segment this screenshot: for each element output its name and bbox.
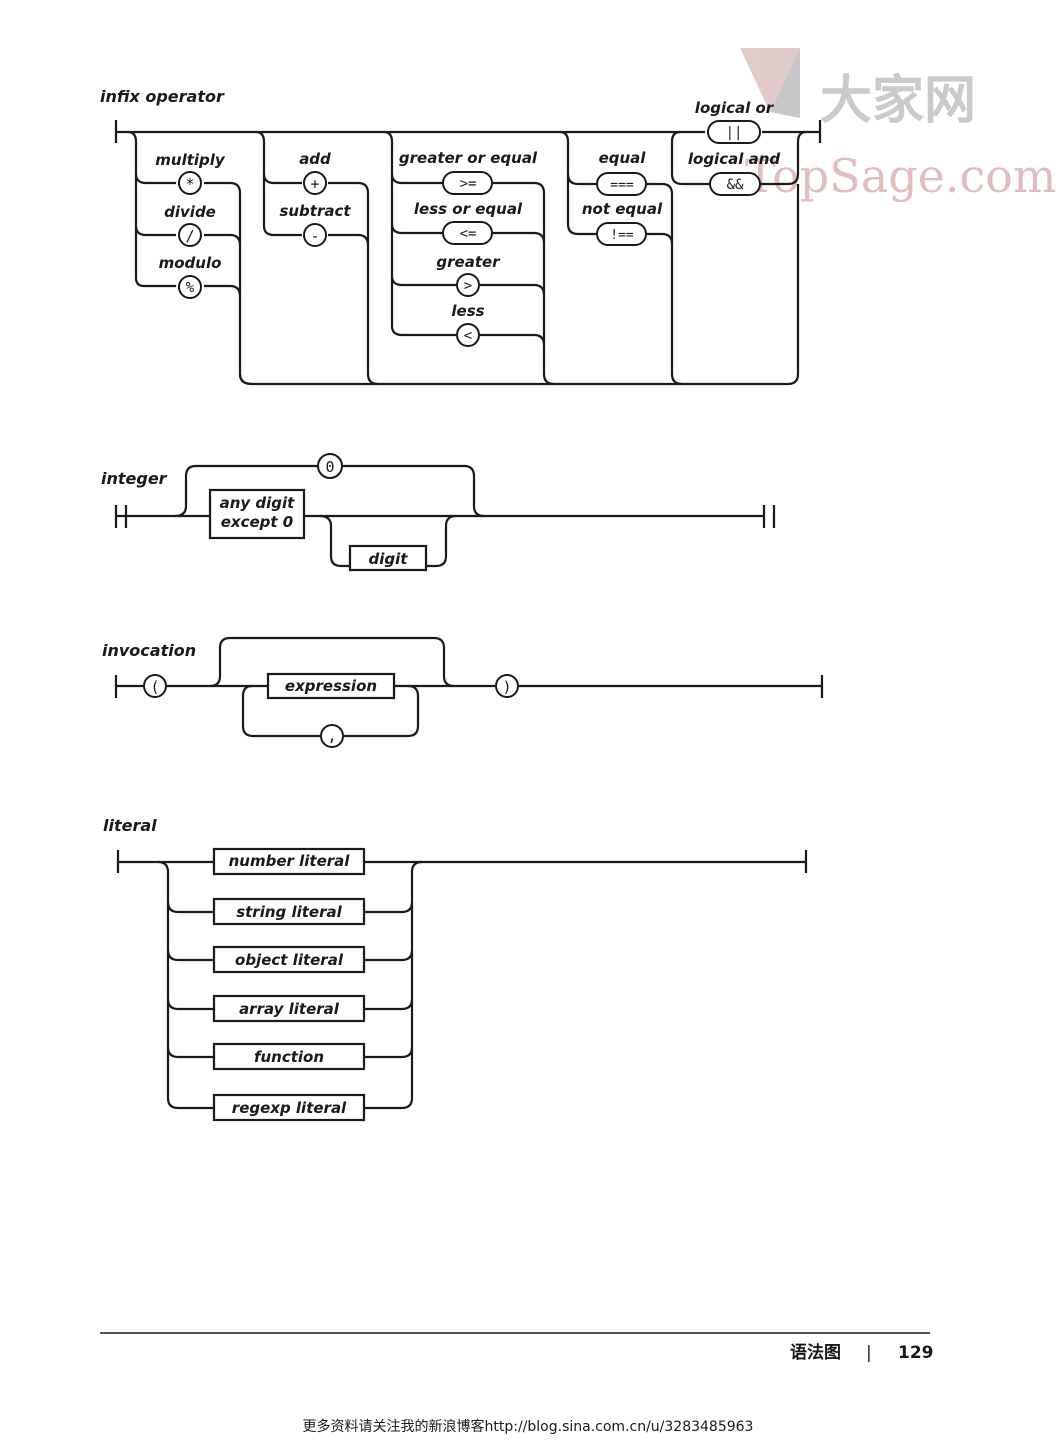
- operator-symbol: &&: [727, 177, 744, 193]
- operator-label: modulo: [159, 254, 222, 272]
- nonterminal-label: except 0: [221, 513, 293, 531]
- operator-symbol: -: [310, 227, 319, 245]
- terminal-oval: [442, 171, 493, 195]
- nonterminal-box: [212, 847, 366, 876]
- operator-symbol: <: [464, 328, 472, 344]
- nonterminal-box: [212, 994, 366, 1023]
- operator-label: logical or: [695, 99, 775, 117]
- diagram-title: integer: [101, 469, 168, 488]
- operator-symbol: *: [185, 175, 194, 193]
- operator-symbol: /: [185, 227, 194, 245]
- watermark-brand-cn: 大家网: [820, 71, 976, 131]
- operator-symbol: >=: [460, 176, 477, 192]
- terminal-oval: [178, 171, 202, 195]
- terminal-oval: [178, 275, 202, 299]
- operator-label: greater: [436, 253, 501, 271]
- operator-symbol: ||: [726, 125, 743, 141]
- integer-diagram: integer 0 any digit except 0 digit: [101, 453, 776, 572]
- operator-symbol: %: [186, 280, 195, 296]
- nonterminal-label: function: [254, 1048, 324, 1066]
- nonterminal-label: object literal: [235, 951, 344, 969]
- nonterminal-box: [348, 544, 428, 572]
- nonterminal-label: string literal: [236, 903, 342, 921]
- terminal-oval: [320, 724, 344, 748]
- nonterminal-label: any digit: [220, 494, 296, 512]
- terminal-oval: [442, 221, 493, 245]
- nonterminal-box: [212, 945, 366, 974]
- operator-symbol: !==: [610, 228, 634, 243]
- terminal-oval: [303, 171, 327, 195]
- nonterminal-label: expression: [285, 677, 377, 695]
- operator-label: logical and: [688, 150, 781, 168]
- terminal-oval: [456, 273, 480, 297]
- terminal-oval: [303, 223, 327, 247]
- section-title: 语法图: [790, 1342, 841, 1363]
- nonterminal-box: [212, 897, 366, 926]
- operator-label: equal: [599, 149, 647, 167]
- nonterminal-box: [212, 1042, 366, 1071]
- terminal-oval: [596, 222, 647, 246]
- zero-symbol: 0: [325, 458, 334, 476]
- diagram-title: infix operator: [100, 87, 225, 106]
- invocation-diagram: invocation ( expression , ): [102, 636, 824, 748]
- blog-note: 更多资料请关注我的新浪博客http://blog.sina.com.cn/u/3…: [303, 1418, 754, 1435]
- terminal-oval: [596, 172, 647, 196]
- footer-separator: |: [866, 1343, 872, 1363]
- open-paren-symbol: (: [150, 678, 159, 696]
- diagram-title: literal: [103, 816, 157, 835]
- close-paren-symbol: ): [502, 678, 511, 696]
- terminal-oval: [456, 323, 480, 347]
- diagram-title: invocation: [102, 641, 196, 660]
- terminal-oval: [317, 453, 343, 479]
- operator-label: greater or equal: [399, 149, 538, 167]
- terminal-oval: [707, 120, 761, 144]
- comma-symbol: ,: [327, 727, 336, 745]
- infix-operator-diagram: infix operator: [100, 87, 822, 386]
- operator-symbol: +: [310, 175, 319, 193]
- nonterminal-label: number literal: [229, 852, 351, 870]
- operator-symbol: ===: [610, 178, 634, 193]
- operator-label: subtract: [279, 202, 351, 220]
- page-footer: 语法图 | 129 更多资料请关注我的新浪博客http://blog.sina.…: [100, 1332, 934, 1435]
- nonterminal-label: array literal: [239, 1000, 340, 1018]
- watermark-brand-en: TopSage.com: [745, 149, 1057, 203]
- page-number: 129: [898, 1343, 934, 1363]
- operator-label: less: [451, 302, 484, 320]
- literal-diagram: literal number literal string literal ob…: [103, 816, 808, 1122]
- watermark-logo-icon: [740, 48, 800, 118]
- terminal-oval: [709, 172, 761, 196]
- nonterminal-label: regexp literal: [232, 1099, 347, 1117]
- operator-label: multiply: [155, 151, 226, 169]
- operator-label: not equal: [582, 200, 663, 218]
- terminal-oval: [178, 223, 202, 247]
- operator-label: less or equal: [414, 200, 523, 218]
- operator-symbol: <=: [460, 226, 477, 242]
- operator-label: divide: [164, 203, 216, 221]
- nonterminal-box: [212, 1093, 366, 1122]
- operator-label: add: [299, 150, 331, 168]
- nonterminal-label: digit: [369, 550, 409, 568]
- nonterminal-box: [208, 488, 306, 540]
- watermark: 大家网 TopSage.com: [740, 48, 1057, 203]
- nonterminal-box: [266, 672, 396, 700]
- operator-symbol: >: [464, 278, 472, 294]
